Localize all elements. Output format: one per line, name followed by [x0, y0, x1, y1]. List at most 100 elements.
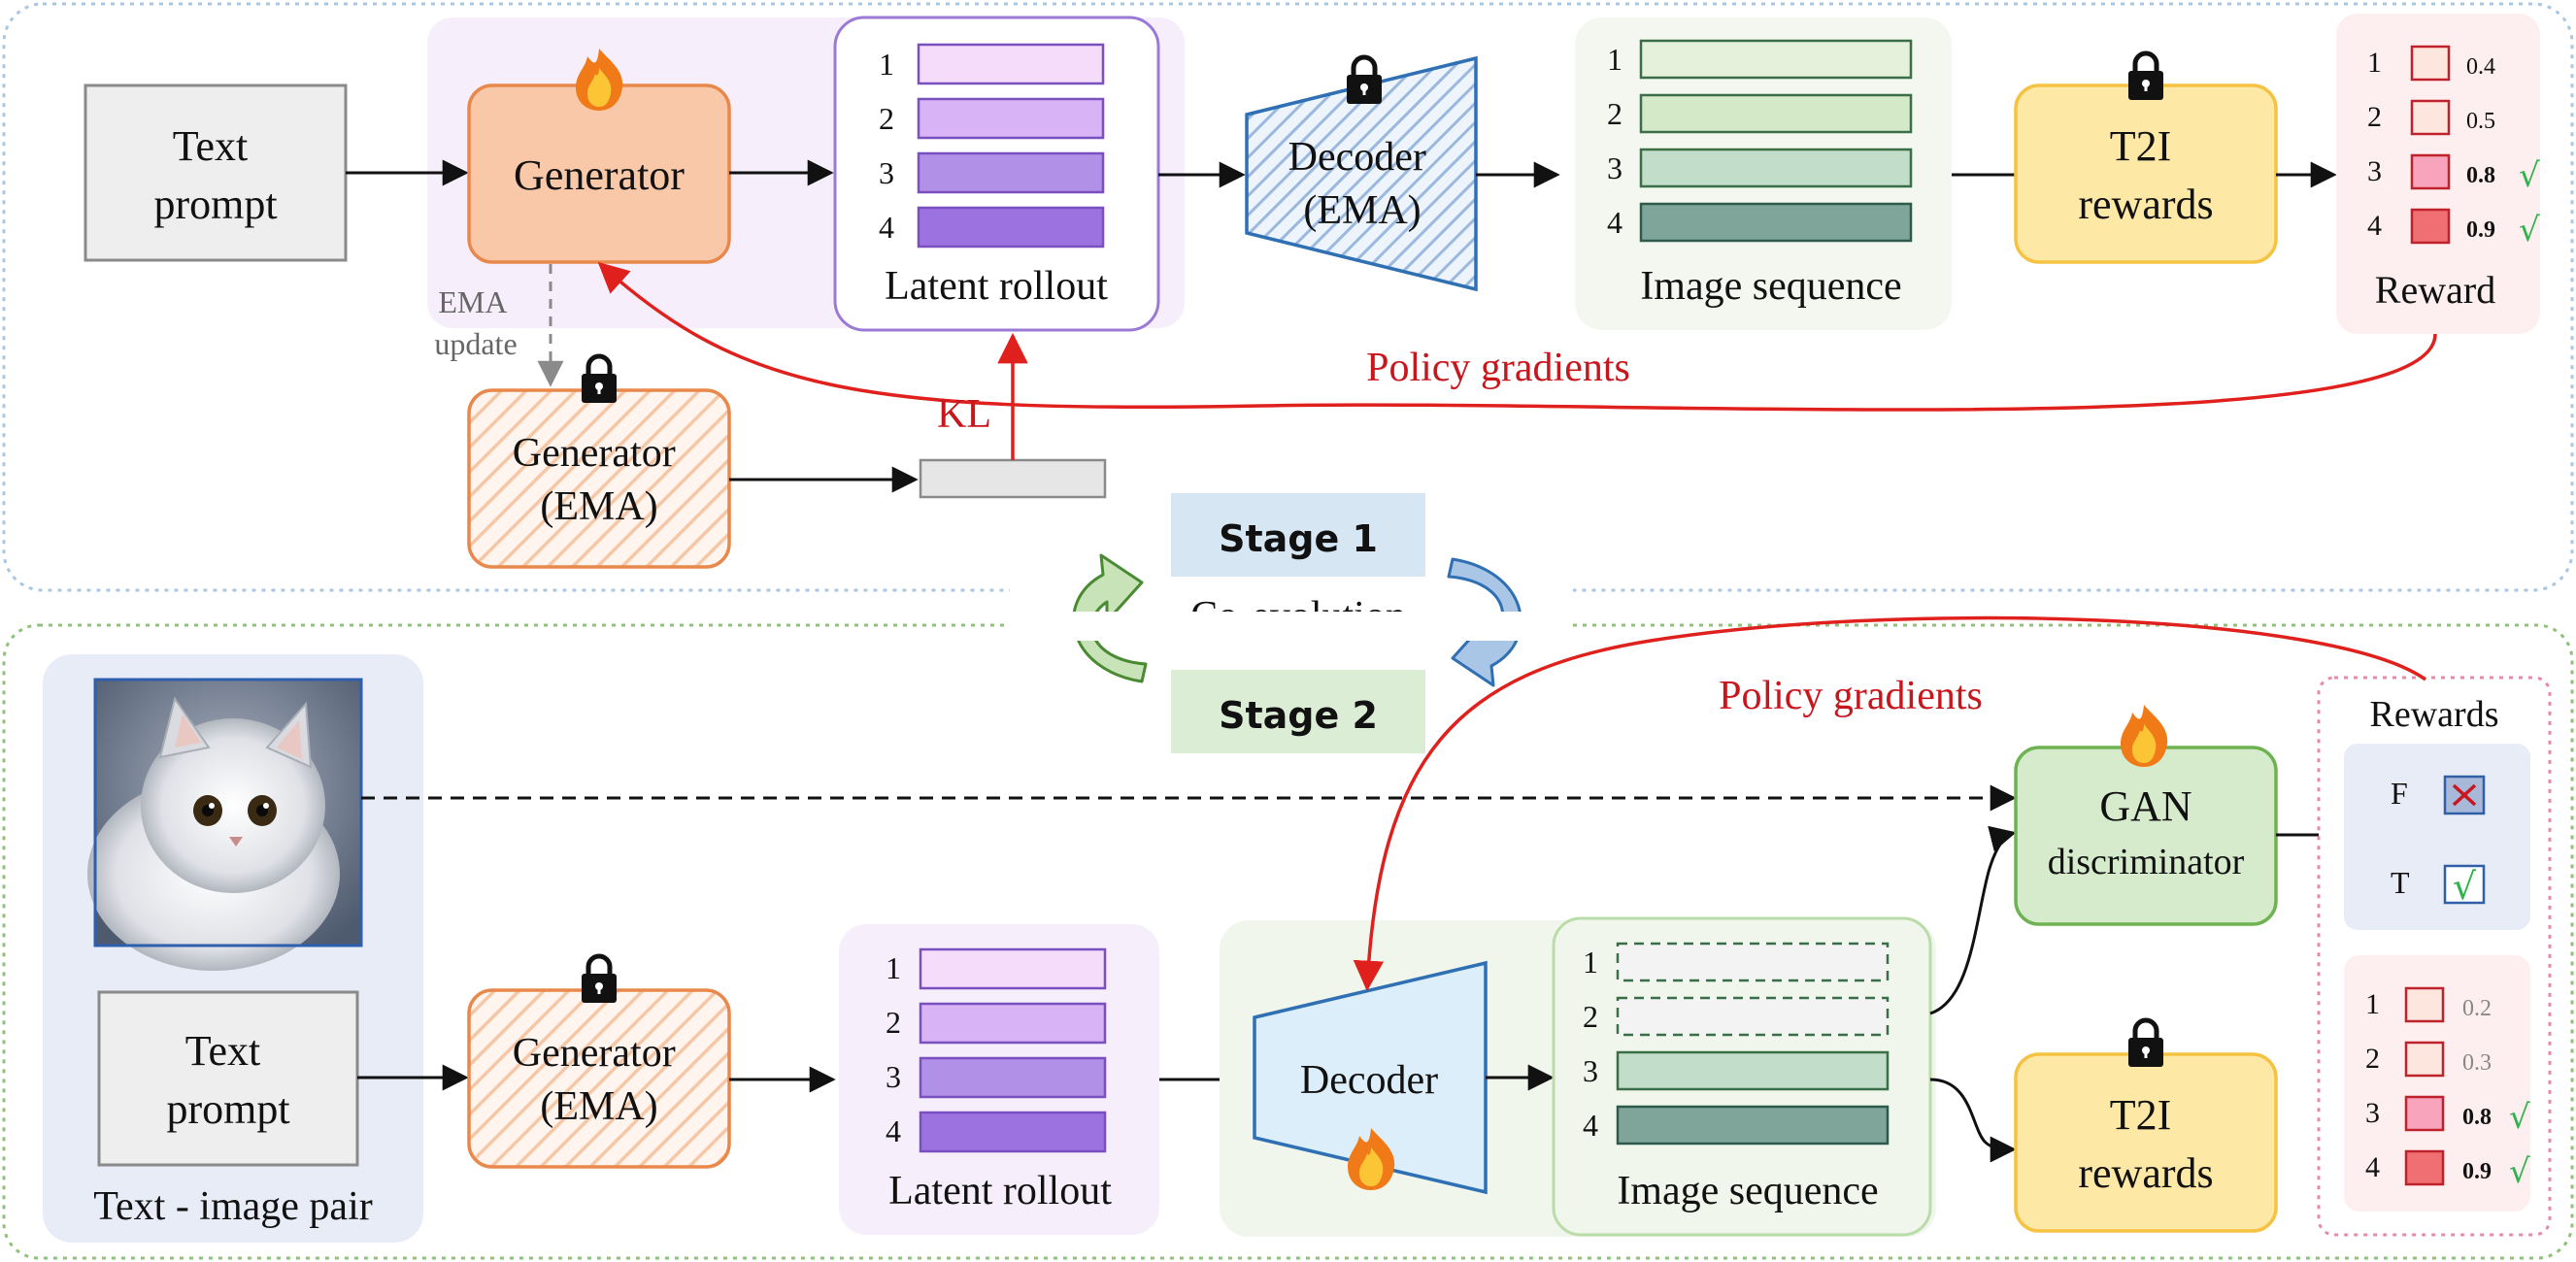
generator-ema-label: Generator — [513, 1031, 676, 1076]
stage2-panel — [2, 623, 2574, 1260]
latent-bar-1 — [917, 43, 1105, 85]
reward-value: 0.8 — [2462, 1105, 2492, 1130]
svg-text:GAN: GAN — [2099, 782, 2191, 830]
reward-rows-stage2: 1 0.2 2 0.3 3 0.8 √ 4 0.9 √ — [2365, 986, 2530, 1191]
svg-text:EMA update: EMA update — [434, 284, 517, 361]
image-index: 2 — [1583, 999, 1598, 1034]
lock-icon — [1347, 54, 1382, 104]
image-index: 4 — [1607, 205, 1623, 240]
reward-value: 0.2 — [2462, 996, 2492, 1021]
svg-text:T2I rewards: T2I rewards — [2078, 122, 2213, 228]
check-icon: √ — [2509, 1098, 2530, 1137]
rewards-title: Rewards — [2370, 694, 2499, 735]
text-prompt-label: prompt — [166, 1085, 289, 1133]
cycle-arrow-blue-icon — [1447, 557, 1522, 687]
lock-icon — [582, 953, 617, 1003]
text-prompt-box-stage2 — [97, 990, 359, 1167]
t2i-rewards-label: T2I — [2110, 1091, 2172, 1139]
image-bar-2 — [1639, 93, 1913, 134]
true-label: T — [2391, 865, 2410, 900]
decoder-ema-shape — [1245, 55, 1478, 292]
reward-swatch-2 — [2404, 1041, 2445, 1078]
text-prompt-label: Text — [173, 122, 249, 170]
cross-icon — [2452, 783, 2477, 807]
image-index: 3 — [1607, 150, 1623, 185]
generator-ema-label: Generator — [513, 431, 676, 476]
image-bar-1 — [1639, 39, 1913, 80]
lock-icon — [2128, 1017, 2163, 1067]
image-sequence-label: Image sequence — [1640, 264, 1901, 309]
lock-icon — [582, 353, 617, 403]
text-image-pair-label: Text - image pair — [93, 1184, 372, 1229]
image-sequence-label: Image sequence — [1617, 1169, 1878, 1213]
reward-index: 3 — [2367, 155, 2382, 187]
fire-icon — [576, 49, 623, 111]
latent-rows: 1 2 3 4 — [879, 43, 1105, 249]
policy-gradient-arrow-stage2 — [1353, 615, 2427, 992]
t2i-rewards-box-stage2 — [2014, 1052, 2278, 1233]
fake-label: F — [2391, 776, 2408, 811]
latent-bar-2 — [917, 97, 1105, 140]
stage1-panel — [2, 2, 2574, 592]
check-icon: √ — [2509, 1152, 2530, 1191]
image-bar-2 — [1616, 996, 1890, 1037]
gan-discriminator-label: GAN — [2099, 782, 2191, 830]
policy-gradient-arrow-stage1 — [597, 261, 2437, 412]
ema-update-label: EMA — [438, 284, 507, 319]
latent-bar-4 — [919, 1111, 1107, 1153]
svg-text:Generator (EMA): Generator (EMA) — [513, 431, 686, 529]
gan-reward-panel — [2344, 744, 2530, 930]
image-rows-stage2: 1 2 3 4 — [1583, 942, 1890, 1146]
image-bar-4 — [1639, 202, 1913, 243]
check-icon: √ — [2453, 865, 2477, 908]
svg-text:Decoder (EMA): Decoder (EMA) — [1288, 135, 1437, 233]
check-icon: √ — [2519, 211, 2540, 249]
decoder-shape — [1253, 960, 1488, 1195]
image-index: 1 — [1583, 945, 1598, 980]
latent-index: 1 — [879, 47, 894, 82]
svg-text:T2I rewards: T2I rewards — [2078, 1091, 2213, 1197]
reward-swatch-4 — [2410, 208, 2451, 245]
check-icon: √ — [2519, 156, 2540, 195]
reward-swatch-1 — [2410, 45, 2451, 82]
stage1-badge-label: Stage 1 — [1219, 517, 1378, 560]
reward-swatch-1 — [2404, 986, 2445, 1023]
reward-value: 0.9 — [2462, 1159, 2492, 1184]
reward-value: 0.4 — [2466, 54, 2495, 80]
t2i-rewards-label: T2I — [2110, 122, 2172, 170]
reward-value: 0.9 — [2466, 217, 2495, 243]
latent-bar-3 — [917, 151, 1105, 194]
reward-swatch-3 — [2404, 1095, 2445, 1132]
svg-text:Text prompt: Text prompt — [153, 122, 277, 228]
reward-index: 3 — [2365, 1097, 2380, 1129]
stage2-badge — [1171, 670, 1425, 753]
image-bar-4 — [1616, 1105, 1890, 1146]
cycle-arrow-green-icon — [1072, 553, 1148, 683]
cat-photo — [87, 678, 363, 971]
generator-ema-label: (EMA) — [540, 484, 657, 529]
latent-rollout-label: Latent rollout — [888, 1169, 1112, 1213]
t2i-rewards-label: rewards — [2078, 181, 2213, 228]
gan-discriminator-box — [2014, 746, 2278, 926]
t2i-rewards-label: rewards — [2078, 1149, 2213, 1197]
reward-index: 1 — [2365, 988, 2380, 1020]
reward-index: 4 — [2367, 210, 2382, 242]
ema-update-label: update — [434, 326, 517, 361]
fire-icon — [2121, 705, 2168, 767]
latent-bar-1 — [919, 947, 1107, 990]
latent-index: 1 — [886, 950, 901, 985]
generator-ema-box — [467, 388, 731, 569]
image-bar-1 — [1616, 942, 1890, 982]
reward-index: 1 — [2367, 47, 2382, 79]
generator-ema-label: (EMA) — [540, 1084, 657, 1129]
latent-rollout-label: Latent rollout — [885, 264, 1108, 309]
latent-index: 4 — [886, 1113, 901, 1148]
reward-value: 0.3 — [2462, 1050, 2492, 1076]
text-prompt-box — [84, 83, 348, 262]
kl-label: KL — [937, 392, 991, 437]
image-bar-3 — [1639, 148, 1913, 188]
reward-index: 2 — [2365, 1043, 2380, 1075]
reward-index: 4 — [2365, 1151, 2380, 1183]
